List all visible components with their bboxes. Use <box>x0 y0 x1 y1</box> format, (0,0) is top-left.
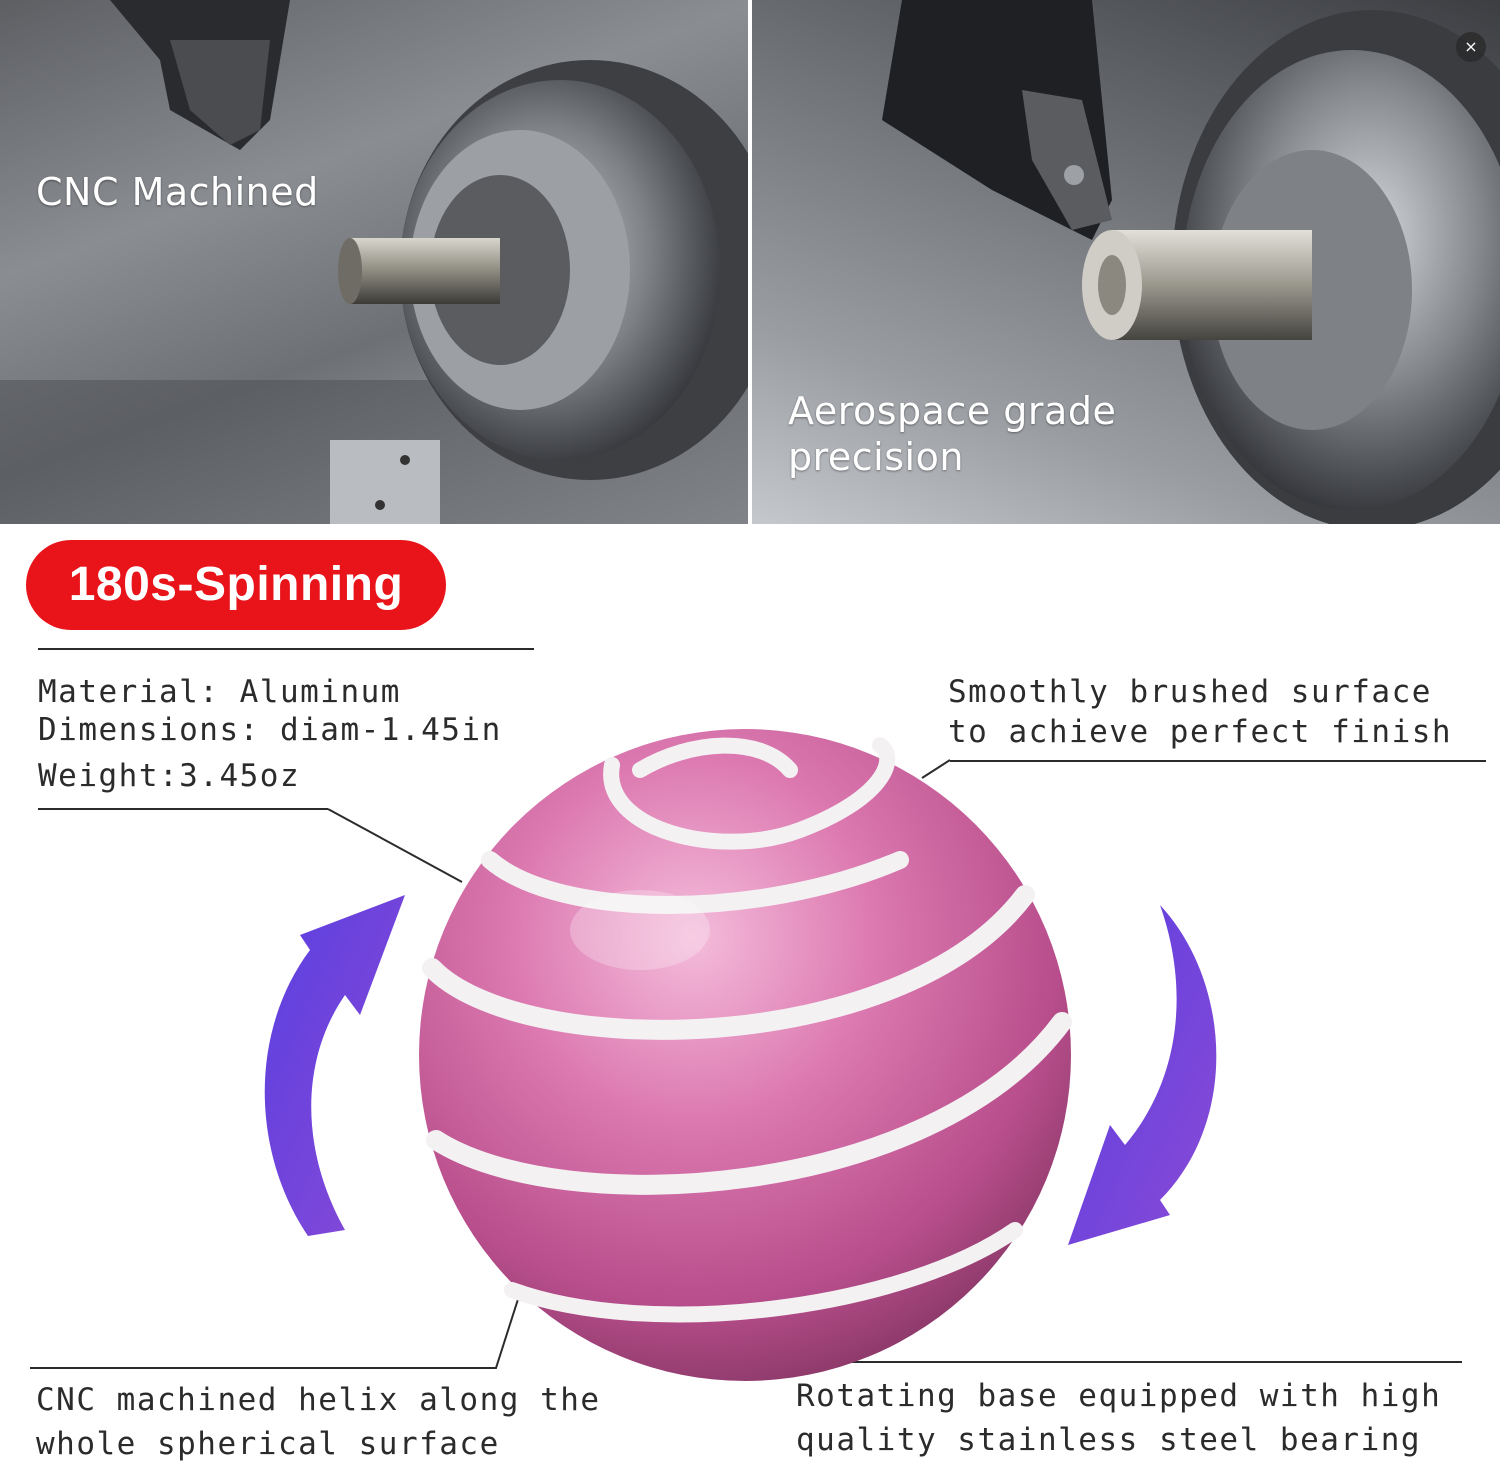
aerospace-caption-line1: Aerospace grade <box>788 389 1117 433</box>
cutting-tool-illustration <box>882 0 1500 524</box>
aerospace-caption-line2: precision <box>788 435 964 479</box>
weight-spec: Weight:3.45oz <box>38 758 301 794</box>
surface-callout-line2: to achieve perfect finish <box>948 714 1453 750</box>
photo-divider <box>748 0 752 524</box>
surface-callout: Smoothly brushed surface to achieve perf… <box>948 672 1452 752</box>
rotate-down-arrow-icon <box>1068 905 1217 1245</box>
helix-callout-line1: CNC machined helix along the <box>36 1382 601 1418</box>
spinning-badge: 180s-Spinning <box>26 540 446 630</box>
helix-callout-line2: whole spherical surface <box>36 1426 500 1462</box>
aerospace-precision-photo: Aerospace grade precision × <box>752 0 1500 524</box>
rotate-up-arrow-icon <box>264 895 405 1236</box>
material-spec: Material: Aluminum <box>38 674 401 710</box>
surface-rule <box>950 760 1486 762</box>
helix-callout: CNC machined helix along the whole spher… <box>36 1378 601 1466</box>
base-callout: Rotating base equipped with high quality… <box>796 1374 1441 1462</box>
close-button[interactable]: × <box>1456 32 1486 62</box>
base-callout-line1: Rotating base equipped with high <box>796 1378 1442 1414</box>
base-callout-line2: quality stainless steel bearing <box>796 1422 1422 1458</box>
surface-callout-line1: Smoothly brushed surface <box>948 674 1432 710</box>
dimensions-spec: Dimensions: diam-1.45in <box>38 712 502 748</box>
cnc-machining-photo: CNC Machined <box>0 0 748 524</box>
spinning-sphere <box>419 729 1072 1381</box>
lathe-illustration <box>0 0 748 524</box>
cnc-machined-caption: CNC Machined <box>36 170 319 214</box>
spec-bottom-rule <box>38 808 328 810</box>
spec-top-rule <box>38 648 534 650</box>
aerospace-caption: Aerospace grade precision <box>788 388 1116 480</box>
